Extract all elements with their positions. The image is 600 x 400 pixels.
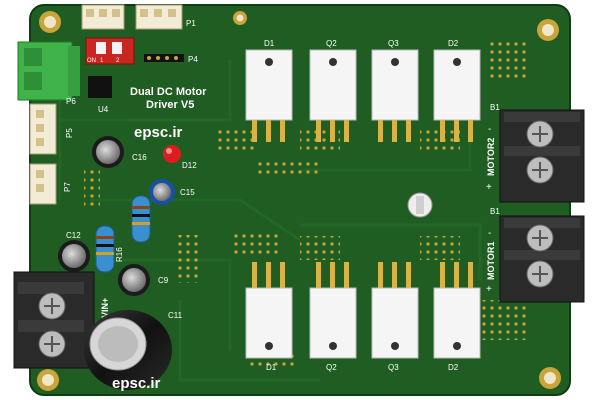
led-d12 — [163, 145, 181, 163]
header-p4 — [144, 54, 184, 62]
label-sw1: 1 — [100, 58, 104, 64]
resistor-r16 — [95, 225, 115, 273]
capacitor-c15 — [149, 179, 175, 205]
top-device-q3 — [371, 49, 419, 142]
trimmer-component — [407, 192, 433, 218]
label-r16: R16 — [115, 247, 124, 262]
label-top-q2: Q2 — [326, 39, 337, 48]
resistor-1 — [131, 195, 151, 243]
green-terminal-connector — [17, 41, 80, 101]
connector-p5 — [29, 103, 57, 155]
board-title-line2: Driver V5 — [146, 99, 194, 111]
bottom-device-q3 — [371, 262, 419, 359]
top-device-q2 — [309, 49, 357, 142]
board-title-line1: Dual DC Motor — [130, 86, 207, 98]
label-top-d2: D2 — [448, 39, 459, 48]
top-device-d1 — [245, 49, 293, 142]
label-c16: C16 — [132, 153, 147, 162]
label-p4: P4 — [188, 55, 198, 64]
label-p6: P6 — [66, 97, 76, 106]
label-bot-q2: Q2 — [326, 363, 337, 372]
chip-u4 — [88, 76, 112, 98]
dip-switch — [85, 37, 135, 65]
terminal-motor1 — [499, 215, 585, 303]
label-m1-minus: - — [488, 228, 491, 239]
label-bot-q3: Q3 — [388, 363, 399, 372]
mounting-holes — [37, 11, 561, 391]
capacitor-c12 — [58, 240, 90, 272]
header-p1-right — [135, 4, 183, 30]
bottom-device-d2 — [433, 262, 481, 359]
label-m2-minus: - — [488, 124, 491, 135]
connector-p7 — [29, 163, 57, 205]
brand-top: epsc.ir — [134, 124, 183, 141]
capacitor-c16 — [92, 136, 124, 168]
label-top-d1: D1 — [264, 39, 275, 48]
header-p1-left — [81, 4, 125, 30]
label-p1: P1 — [186, 19, 196, 28]
label-motor2: MOTOR2 — [486, 138, 496, 176]
label-vin-plus: VIN+ — [100, 298, 110, 318]
label-b1-bottom: B1 — [490, 207, 500, 216]
label-u4: U4 — [98, 105, 109, 114]
bottom-device-d1 — [245, 262, 293, 359]
via-clusters — [84, 40, 530, 366]
label-bot-d1: D1 — [266, 363, 277, 372]
bottom-device-q2 — [309, 262, 357, 359]
brand-bottom: epsc.ir — [112, 375, 161, 392]
label-c15: C15 — [180, 188, 195, 197]
terminal-motor2 — [499, 109, 585, 203]
terminal-vin — [13, 271, 95, 369]
capacitor-c9 — [118, 264, 150, 296]
capacitor-c11 — [84, 310, 172, 390]
label-m2-plus: + — [486, 182, 492, 193]
label-d12: D12 — [182, 161, 197, 170]
label-c11: C11 — [168, 311, 183, 320]
label-p7: P7 — [63, 182, 72, 192]
top-device-row — [245, 49, 481, 142]
label-m1-plus: + — [486, 284, 492, 295]
label-c12: C12 — [66, 231, 81, 240]
top-device-d2 — [433, 49, 481, 142]
label-c9: C9 — [158, 276, 169, 285]
label-motor1: MOTOR1 — [486, 242, 496, 280]
label-sw2: 2 — [116, 58, 120, 64]
label-on: ON — [87, 58, 96, 64]
label-p5: P5 — [65, 128, 74, 138]
bottom-device-row — [245, 262, 481, 359]
label-b1-top: B1 — [490, 103, 500, 112]
label-top-q3: Q3 — [388, 39, 399, 48]
label-bot-d2: D2 — [448, 363, 459, 372]
